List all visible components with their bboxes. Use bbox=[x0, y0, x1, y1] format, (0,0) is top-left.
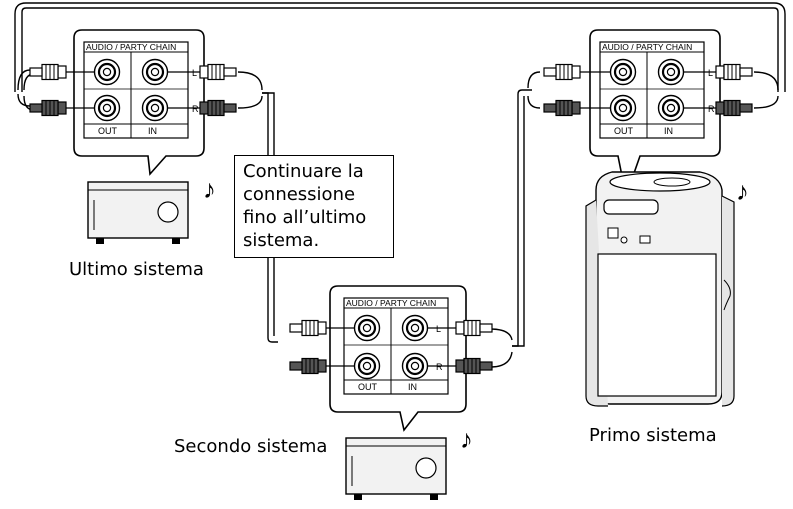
cable-secondo-to-primo bbox=[489, 71, 541, 368]
ultimo-panel bbox=[62, 29, 205, 176]
cable-primo-in bbox=[753, 71, 779, 109]
music-note-icon: ♪ bbox=[460, 424, 473, 454]
note-line-2: connessione bbox=[243, 184, 356, 205]
port-label-in: IN bbox=[664, 126, 673, 136]
secondo-device bbox=[345, 437, 447, 501]
port-label-l: L bbox=[708, 68, 713, 78]
plug-ultimo-in-r bbox=[199, 99, 237, 117]
loop-cable-top bbox=[21, 7, 779, 92]
panel-header-primo: AUDIO / PARTY CHAIN bbox=[602, 42, 692, 52]
note-line-1: Continuare la bbox=[243, 161, 364, 182]
system-label-secondo: Secondo sistema bbox=[174, 436, 328, 457]
panel-header-secondo: AUDIO / PARTY CHAIN bbox=[346, 298, 436, 308]
note-line-4: sistema. bbox=[243, 230, 320, 251]
plug-secondo-out-r bbox=[289, 357, 327, 375]
plug-primo-in-l bbox=[715, 63, 753, 81]
plug-primo-in-r bbox=[715, 99, 753, 117]
plug-primo-out-l bbox=[543, 63, 581, 81]
port-label-in: IN bbox=[148, 126, 157, 136]
ultimo-device bbox=[87, 181, 189, 245]
instruction-note: Continuare la connessione fino all’ultim… bbox=[234, 155, 394, 258]
music-note-icon: ♪ bbox=[736, 176, 749, 206]
port-label-out: OUT bbox=[614, 126, 634, 136]
system-label-ultimo: Ultimo sistema bbox=[69, 259, 204, 280]
plug-secondo-in-r bbox=[455, 357, 493, 375]
plug-secondo-out-l bbox=[289, 319, 327, 337]
port-label-r: R bbox=[436, 362, 443, 372]
primo-device bbox=[585, 171, 735, 407]
plug-primo-out-r bbox=[543, 99, 581, 117]
system-label-primo: Primo sistema bbox=[589, 425, 717, 446]
port-label-l: L bbox=[192, 68, 197, 78]
plug-ultimo-out-l bbox=[29, 63, 67, 81]
port-label-out: OUT bbox=[98, 126, 118, 136]
note-line-3: fino all’ultimo bbox=[243, 207, 367, 228]
port-label-in: IN bbox=[408, 382, 417, 392]
plug-ultimo-in-l bbox=[199, 63, 237, 81]
primo-panel bbox=[578, 29, 721, 200]
secondo-panel bbox=[322, 285, 467, 432]
panel-header-ultimo: AUDIO / PARTY CHAIN bbox=[86, 42, 176, 52]
port-label-l: L bbox=[436, 324, 441, 334]
port-label-r: R bbox=[192, 104, 199, 114]
plug-secondo-in-l bbox=[455, 319, 493, 337]
loop-cable-top-outer bbox=[14, 2, 786, 92]
port-label-r: R bbox=[708, 104, 715, 114]
port-label-out: OUT bbox=[358, 382, 378, 392]
plug-ultimo-out-r bbox=[29, 99, 67, 117]
music-note-icon: ♪ bbox=[203, 174, 216, 204]
